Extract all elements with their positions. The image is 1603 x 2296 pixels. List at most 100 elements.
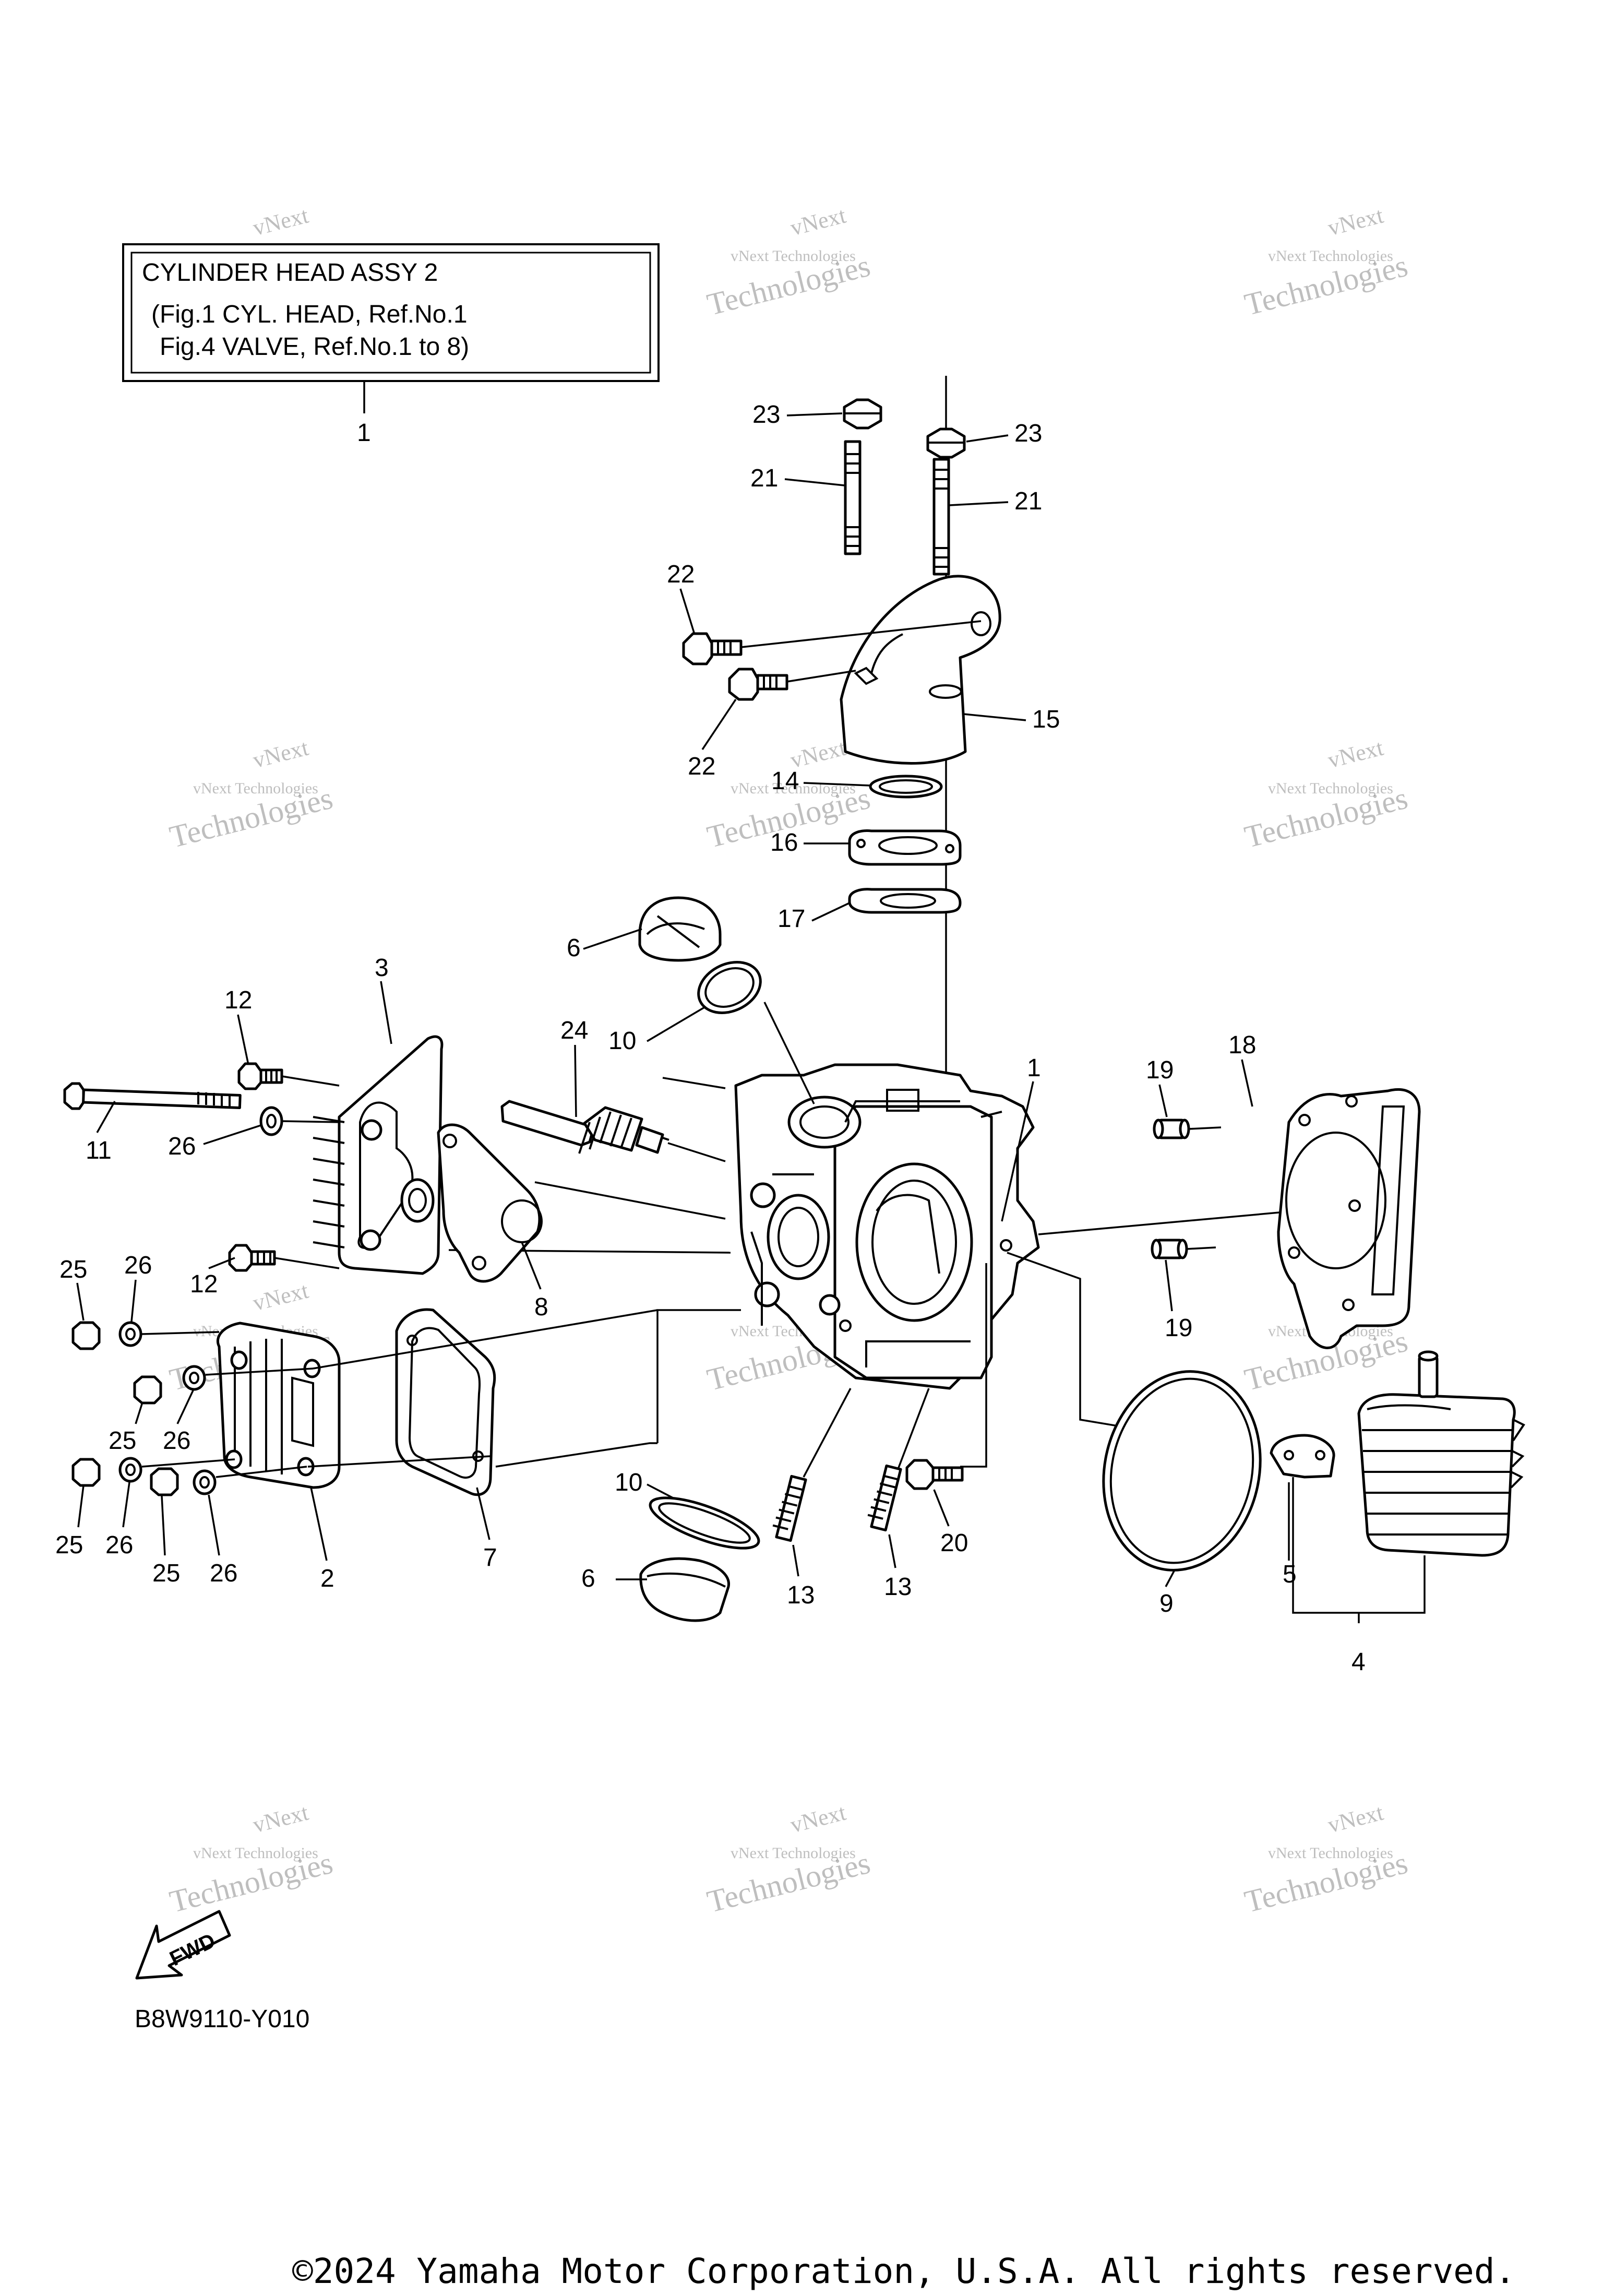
reed-plate-5 [1270,1434,1335,1479]
callout-10-lower: 10 [615,1469,642,1496]
gasket-17 [848,888,962,914]
callout-26-d: 26 [210,1560,237,1587]
bolt-12-lower [228,1244,340,1272]
callout-25-a: 25 [59,1256,87,1283]
callout-12-lower: 12 [190,1270,218,1298]
title-line-2: (Fig.1 CYL. HEAD, Ref.No.1 [151,301,468,328]
callout-17: 17 [777,905,805,933]
cap-6-upper [638,896,722,962]
washer-26-d [193,1469,217,1495]
callout-26-e: 26 [168,1133,196,1160]
callout-labels: 1 2 3 4 5 6 6 7 8 9 10 10 11 12 12 13 13 [55,401,1366,1676]
svg-text:vNext Technologies: vNext Technologies [731,1845,856,1862]
cap-6-lower [639,1557,730,1622]
svg-text:vNext: vNext [1325,1800,1386,1838]
svg-text:vNext Technologies: vNext Technologies [1268,1845,1393,1862]
svg-text:vNext: vNext [1325,735,1386,774]
callout-26-a: 26 [124,1252,152,1279]
callout-20: 20 [940,1529,968,1557]
watermarks: vNext vNext Technologies Technologies vN… [166,203,1411,1919]
cylinder-4 [1357,1350,1525,1557]
bolt-25-b [133,1375,162,1405]
callout-18: 18 [1228,1031,1256,1059]
watermark: vNext vNext Technologies Technologies [166,1800,337,1919]
svg-text:vNext: vNext [1325,203,1386,241]
callout-13-right: 13 [884,1573,912,1601]
bolt-25-d [150,1467,179,1496]
callout-16: 16 [770,829,798,856]
callout-3: 3 [375,954,389,982]
o-ring-10-upper [697,961,762,1014]
gasket-7 [395,1308,496,1496]
callout-2: 2 [320,1565,334,1592]
stud-13-right [867,1388,930,1532]
watermark: vNext vNext Technologies Technologies [704,1800,874,1919]
washer-26-b [182,1365,206,1391]
bolt-22-upper [682,632,743,665]
bolt-12-upper [237,1062,340,1090]
callout-19-lower: 19 [1165,1314,1192,1342]
watermark: vNext vNext Technologies Technologies [704,203,874,322]
svg-text:vNext: vNext [250,1800,311,1838]
callout-14: 14 [771,767,799,795]
o-ring-10-lower [649,1496,760,1550]
callout-24: 24 [560,1017,588,1044]
watermark: vNext vNext Technologies Technologies [1241,1800,1411,1919]
callout-21-right: 21 [1014,487,1042,515]
callout-22-upper: 22 [667,561,695,588]
watermark: vNext vNext Technologies Technologies [1241,735,1411,854]
callout-1: 1 [1027,1054,1041,1082]
gasket-8 [437,1123,543,1283]
diagram-code: B8W9110-Y010 [135,2005,309,2033]
svg-text:vNext Technologies: vNext Technologies [731,247,856,265]
title-line-1: CYLINDER HEAD ASSY 2 [142,259,438,287]
o-ring-9 [1102,1370,1262,1572]
valve-cover-2 [216,1322,341,1489]
cylinder-head-1 [734,1063,1040,1390]
valve-cover-3 [313,1035,444,1275]
dowel-19-upper [1153,1119,1222,1139]
bolt-11 [63,1082,242,1110]
copyright: ©2024 Yamaha Motor Corporation, U.S.A. A… [292,2251,1515,2291]
intake-manifold-15 [840,575,1001,765]
cylinder-gasket-18 [1277,1088,1421,1349]
stud-21-right [932,458,950,576]
callout-21-left: 21 [750,465,778,492]
callout-25-c: 25 [55,1531,83,1559]
callout-11: 11 [86,1137,112,1164]
callout-22-lower: 22 [688,753,715,780]
callout-12-upper: 12 [224,986,252,1014]
nut-23-left [843,398,882,430]
callout-1: 1 [357,419,371,447]
callout-23-right: 23 [1014,420,1042,447]
callout-6-lower: 6 [581,1565,595,1592]
assembly-title-box: CYLINDER HEAD ASSY 2 (Fig.1 CYL. HEAD, R… [122,243,660,447]
callout-25-d: 25 [152,1560,180,1587]
svg-text:vNext Technologies: vNext Technologies [1268,780,1393,797]
o-ring-14 [869,775,943,799]
insulator-16 [848,829,962,866]
nut-23-right [926,427,966,459]
washer-26-c [118,1457,142,1483]
callout-5: 5 [1283,1561,1297,1588]
svg-text:vNext Technologies: vNext Technologies [193,780,318,797]
svg-text:vNext Technologies: vNext Technologies [193,1845,318,1862]
callout-15: 15 [1032,706,1060,733]
callout-26-b: 26 [163,1427,190,1455]
intake-group [682,376,1001,1138]
svg-text:vNext: vNext [250,203,311,241]
callout-4: 4 [1351,1648,1366,1676]
svg-text:vNext: vNext [250,735,311,774]
fwd-arrow-icon: FWD [135,1910,231,1980]
callout-23-left: 23 [752,401,780,429]
svg-text:vNext Technologies: vNext Technologies [731,780,856,797]
washer-26-upper [259,1106,340,1136]
stud-13-left [772,1388,852,1542]
bolt-25-c [71,1458,101,1487]
callout-13-left: 13 [787,1581,815,1609]
watermark: vNext vNext Technologies Technologies [166,735,337,854]
bolt-20 [905,1459,964,1490]
svg-text:vNext: vNext [788,1800,848,1838]
bolt-22-lower [728,668,788,701]
